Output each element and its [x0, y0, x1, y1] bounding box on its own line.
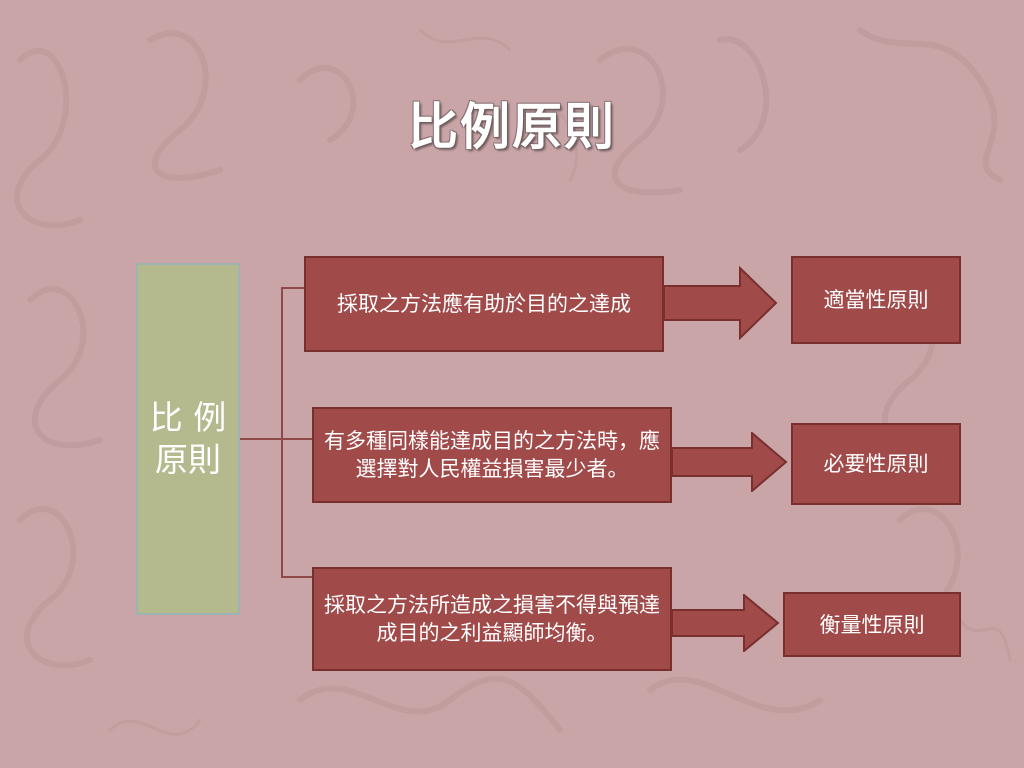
arrow-right-icon: [672, 432, 788, 492]
connector-vertical-trunk: [281, 287, 283, 577]
connector-branch-3: [281, 576, 313, 578]
connector-horizontal-root: [240, 438, 282, 440]
connector-branch-2: [281, 438, 313, 440]
root-box: 比 例 原則: [136, 263, 240, 615]
arrow-right-icon: [672, 594, 780, 652]
principle-box-2: 必要性原則: [791, 423, 961, 505]
principle-text-1: 適當性原則: [823, 288, 929, 312]
connector-branch-1: [281, 287, 305, 289]
description-text-3: 採取之方法所造成之損害不得與預達成目的之利益顯師均衡。: [324, 593, 660, 645]
principle-box-3: 衡量性原則: [783, 592, 961, 657]
root-label: 比 例 原則: [149, 398, 227, 479]
description-box-1: 採取之方法應有助於目的之達成: [304, 256, 664, 352]
arrow-right-icon: [664, 266, 778, 340]
principle-box-1: 適當性原則: [791, 256, 961, 344]
description-text-1: 採取之方法應有助於目的之達成: [337, 292, 631, 316]
description-box-3: 採取之方法所造成之損害不得與預達成目的之利益顯師均衡。: [312, 567, 672, 671]
principle-text-2: 必要性原則: [823, 452, 929, 476]
slide-title: 比例原則: [408, 98, 616, 156]
principle-text-3: 衡量性原則: [819, 612, 925, 637]
description-text-2: 有多種同樣能達成目的之方法時，應選擇對人民權益損害最少者。: [324, 429, 660, 481]
description-box-2: 有多種同樣能達成目的之方法時，應選擇對人民權益損害最少者。: [312, 407, 672, 503]
